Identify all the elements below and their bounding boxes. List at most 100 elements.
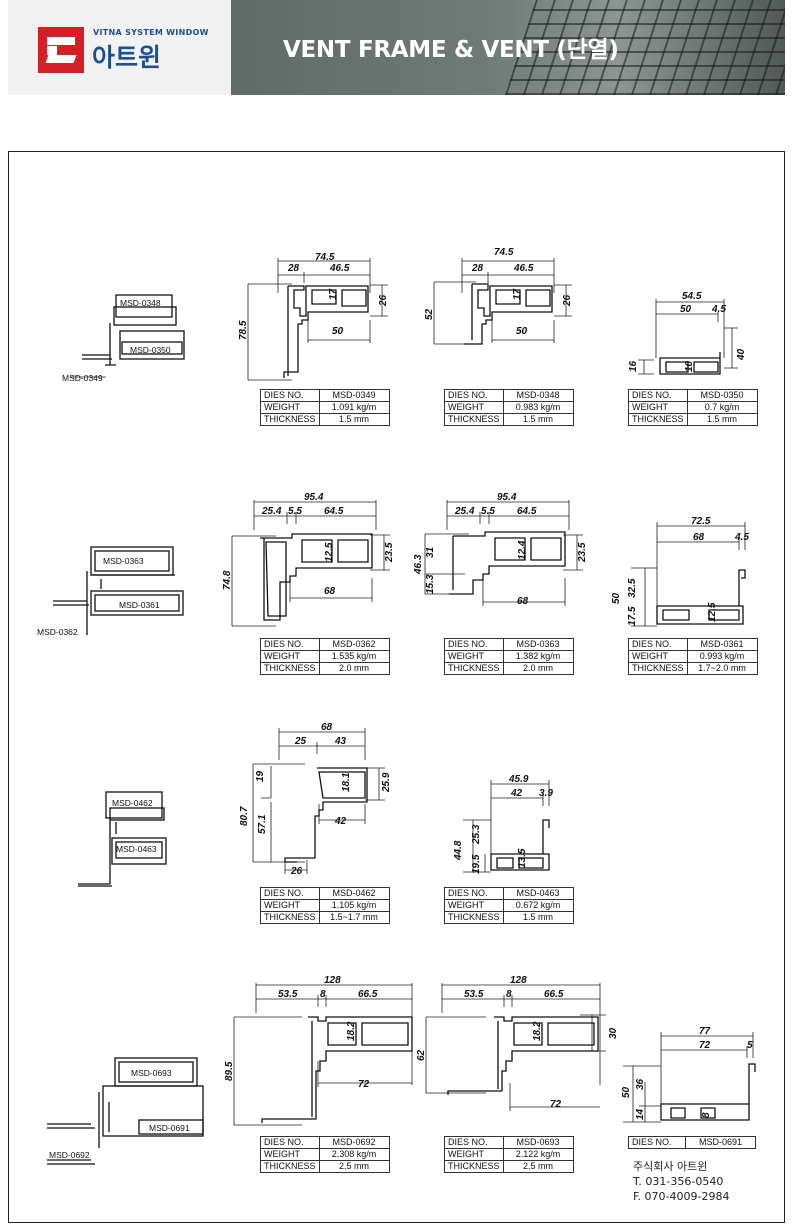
dimension-label: 43 — [334, 736, 347, 747]
dimension-label: 17 — [328, 288, 339, 300]
dimension-label: 74.5 — [494, 247, 514, 258]
dimension-label: 8 — [320, 989, 326, 1000]
table-cell: THICKNESS — [260, 911, 320, 924]
dimension-label: 5.5 — [288, 506, 302, 517]
dimension-label: 44.8 — [453, 840, 464, 861]
dimension-label: 18.2 — [532, 1021, 543, 1041]
table-cell: WEIGHT — [444, 401, 504, 414]
table-cell: THICKNESS — [444, 662, 504, 675]
spec-table-msd-0691: DIES NO.MSD-0691 — [628, 1136, 756, 1149]
table-cell: MSD-0463 — [502, 887, 574, 900]
table-cell: THICKNESS — [260, 413, 320, 426]
dimension-label: MSD-0462 — [112, 798, 153, 808]
profile-msd-0691-drawing: 77 72 5 50 36 14 8 — [621, 1026, 756, 1123]
dimension-label: 46.5 — [329, 263, 350, 274]
profile-msd-0349-drawing: 74.5 28 46.5 17 26 78.5 50 — [238, 252, 389, 381]
dimension-label: 68 — [321, 722, 333, 733]
table-cell: THICKNESS — [260, 1160, 320, 1173]
dimension-label: 128 — [324, 975, 341, 986]
assembly-diagram-3: MSD-0462 MSD-0463 — [78, 791, 167, 887]
table-cell: 1.7~2.0 mm — [686, 662, 758, 675]
dimension-label: 16 — [628, 360, 639, 372]
table-cell: 2.0 mm — [318, 662, 390, 675]
dimension-label: 25 — [294, 736, 307, 747]
assembly-diagram-1: MSD-0348 MSD-0350 MSD-0349 — [62, 294, 185, 383]
dimension-label: 66.5 — [358, 989, 378, 1000]
table-cell: DIES NO. — [628, 1136, 686, 1149]
dimension-label: 95.4 — [497, 492, 517, 503]
dimension-label: 4.5 — [711, 304, 726, 315]
table-cell: DIES NO. — [260, 887, 320, 900]
dimension-label: 30 — [608, 1027, 619, 1039]
table-cell: THICKNESS — [444, 413, 504, 426]
dimension-label: 68 — [324, 586, 336, 597]
dimension-label: 64.5 — [517, 506, 537, 517]
dimension-label: 53.5 — [278, 989, 298, 1000]
dimension-label: 25.4 — [261, 506, 282, 517]
title-banner: VENT FRAME & VENT (단열) — [231, 0, 785, 95]
company-info: 주식회사 아트윈 T. 031-356-0540 F. 070-4009-298… — [633, 1159, 729, 1204]
assembly-label: MSD-0349 — [62, 373, 103, 383]
dimension-label: 72 — [358, 1079, 370, 1090]
dimension-label: 12.4 — [517, 540, 528, 560]
table-cell: 1.5 mm — [318, 413, 390, 426]
table-cell: 2.0 mm — [502, 662, 574, 675]
table-cell: 1.091 kg/m — [318, 401, 390, 414]
table-cell: DIES NO. — [260, 1136, 320, 1149]
dimension-label: 128 — [510, 975, 527, 986]
table-cell: WEIGHT — [444, 650, 504, 663]
table-cell: WEIGHT — [628, 401, 688, 414]
dimension-label: MSD-0361 — [119, 600, 160, 610]
table-cell: 1.5 mm — [502, 413, 574, 426]
assembly-label: MSD-0350 — [130, 345, 171, 355]
dimension-label: 8 — [506, 989, 512, 1000]
table-cell: MSD-0693 — [502, 1136, 574, 1149]
profile-msd-0692-drawing: 128 53.5 8 66.5 18.2 89.5 72 — [224, 975, 413, 1126]
dimension-label: MSD-0693 — [131, 1068, 172, 1078]
profile-msd-0463-drawing: 45.9 42 3.9 44.8 25.3 19.5 13.5 — [453, 774, 553, 874]
table-cell: 2.122 kg/m — [502, 1148, 574, 1161]
table-cell: 1.105 kg/m — [318, 899, 390, 912]
dimension-label: 8 — [701, 1112, 712, 1118]
logo: VITNA SYSTEM WINDOW 아트윈 — [8, 0, 232, 95]
dimension-label: 26 — [290, 866, 303, 877]
table-cell: WEIGHT — [260, 899, 320, 912]
dimension-label: 17 — [512, 288, 523, 300]
table-cell: THICKNESS — [260, 662, 320, 675]
dimension-label: 95.4 — [304, 492, 324, 503]
table-cell: THICKNESS — [444, 911, 504, 924]
dimension-label: 23.5 — [577, 542, 588, 563]
dimension-label: 32.5 — [627, 578, 638, 598]
table-cell: WEIGHT — [260, 401, 320, 414]
dimension-label: 17.5 — [627, 606, 638, 626]
dimension-label: 5 — [747, 1040, 753, 1051]
dimension-label: 50 — [611, 592, 622, 604]
table-cell: MSD-0363 — [502, 638, 574, 651]
dimension-label: 72 — [550, 1099, 562, 1110]
table-cell: 0.672 kg/m — [502, 899, 574, 912]
assembly-diagram-2: MSD-0363 MSD-0361 MSD-0362 — [37, 546, 184, 637]
drawing-sheet — [8, 151, 785, 1223]
table-cell: WEIGHT — [260, 650, 320, 663]
table-cell: DIES NO. — [628, 389, 688, 402]
dimension-label: 19 — [255, 770, 266, 782]
table-cell: DIES NO. — [444, 638, 504, 651]
dimension-label: 52 — [424, 308, 435, 320]
company-fax: F. 070-4009-2984 — [633, 1190, 730, 1203]
dimension-label: 62 — [416, 1049, 427, 1061]
table-cell: MSD-0692 — [318, 1136, 390, 1149]
table-cell: MSD-0691 — [685, 1136, 756, 1149]
profile-msd-0350-drawing: 54.5 50 4.5 40 16 10 — [628, 291, 747, 375]
dimension-label: 25.3 — [471, 824, 482, 845]
table-cell: 2.308 kg/m — [318, 1148, 390, 1161]
dimension-label: 26 — [378, 294, 389, 307]
dimension-label: 74.5 — [315, 252, 335, 263]
dimension-label: 28 — [287, 263, 300, 274]
table-cell: 1.5 mm — [502, 911, 574, 924]
dimension-label: MSD-0363 — [103, 556, 144, 566]
dimension-label: 36 — [635, 1078, 646, 1090]
